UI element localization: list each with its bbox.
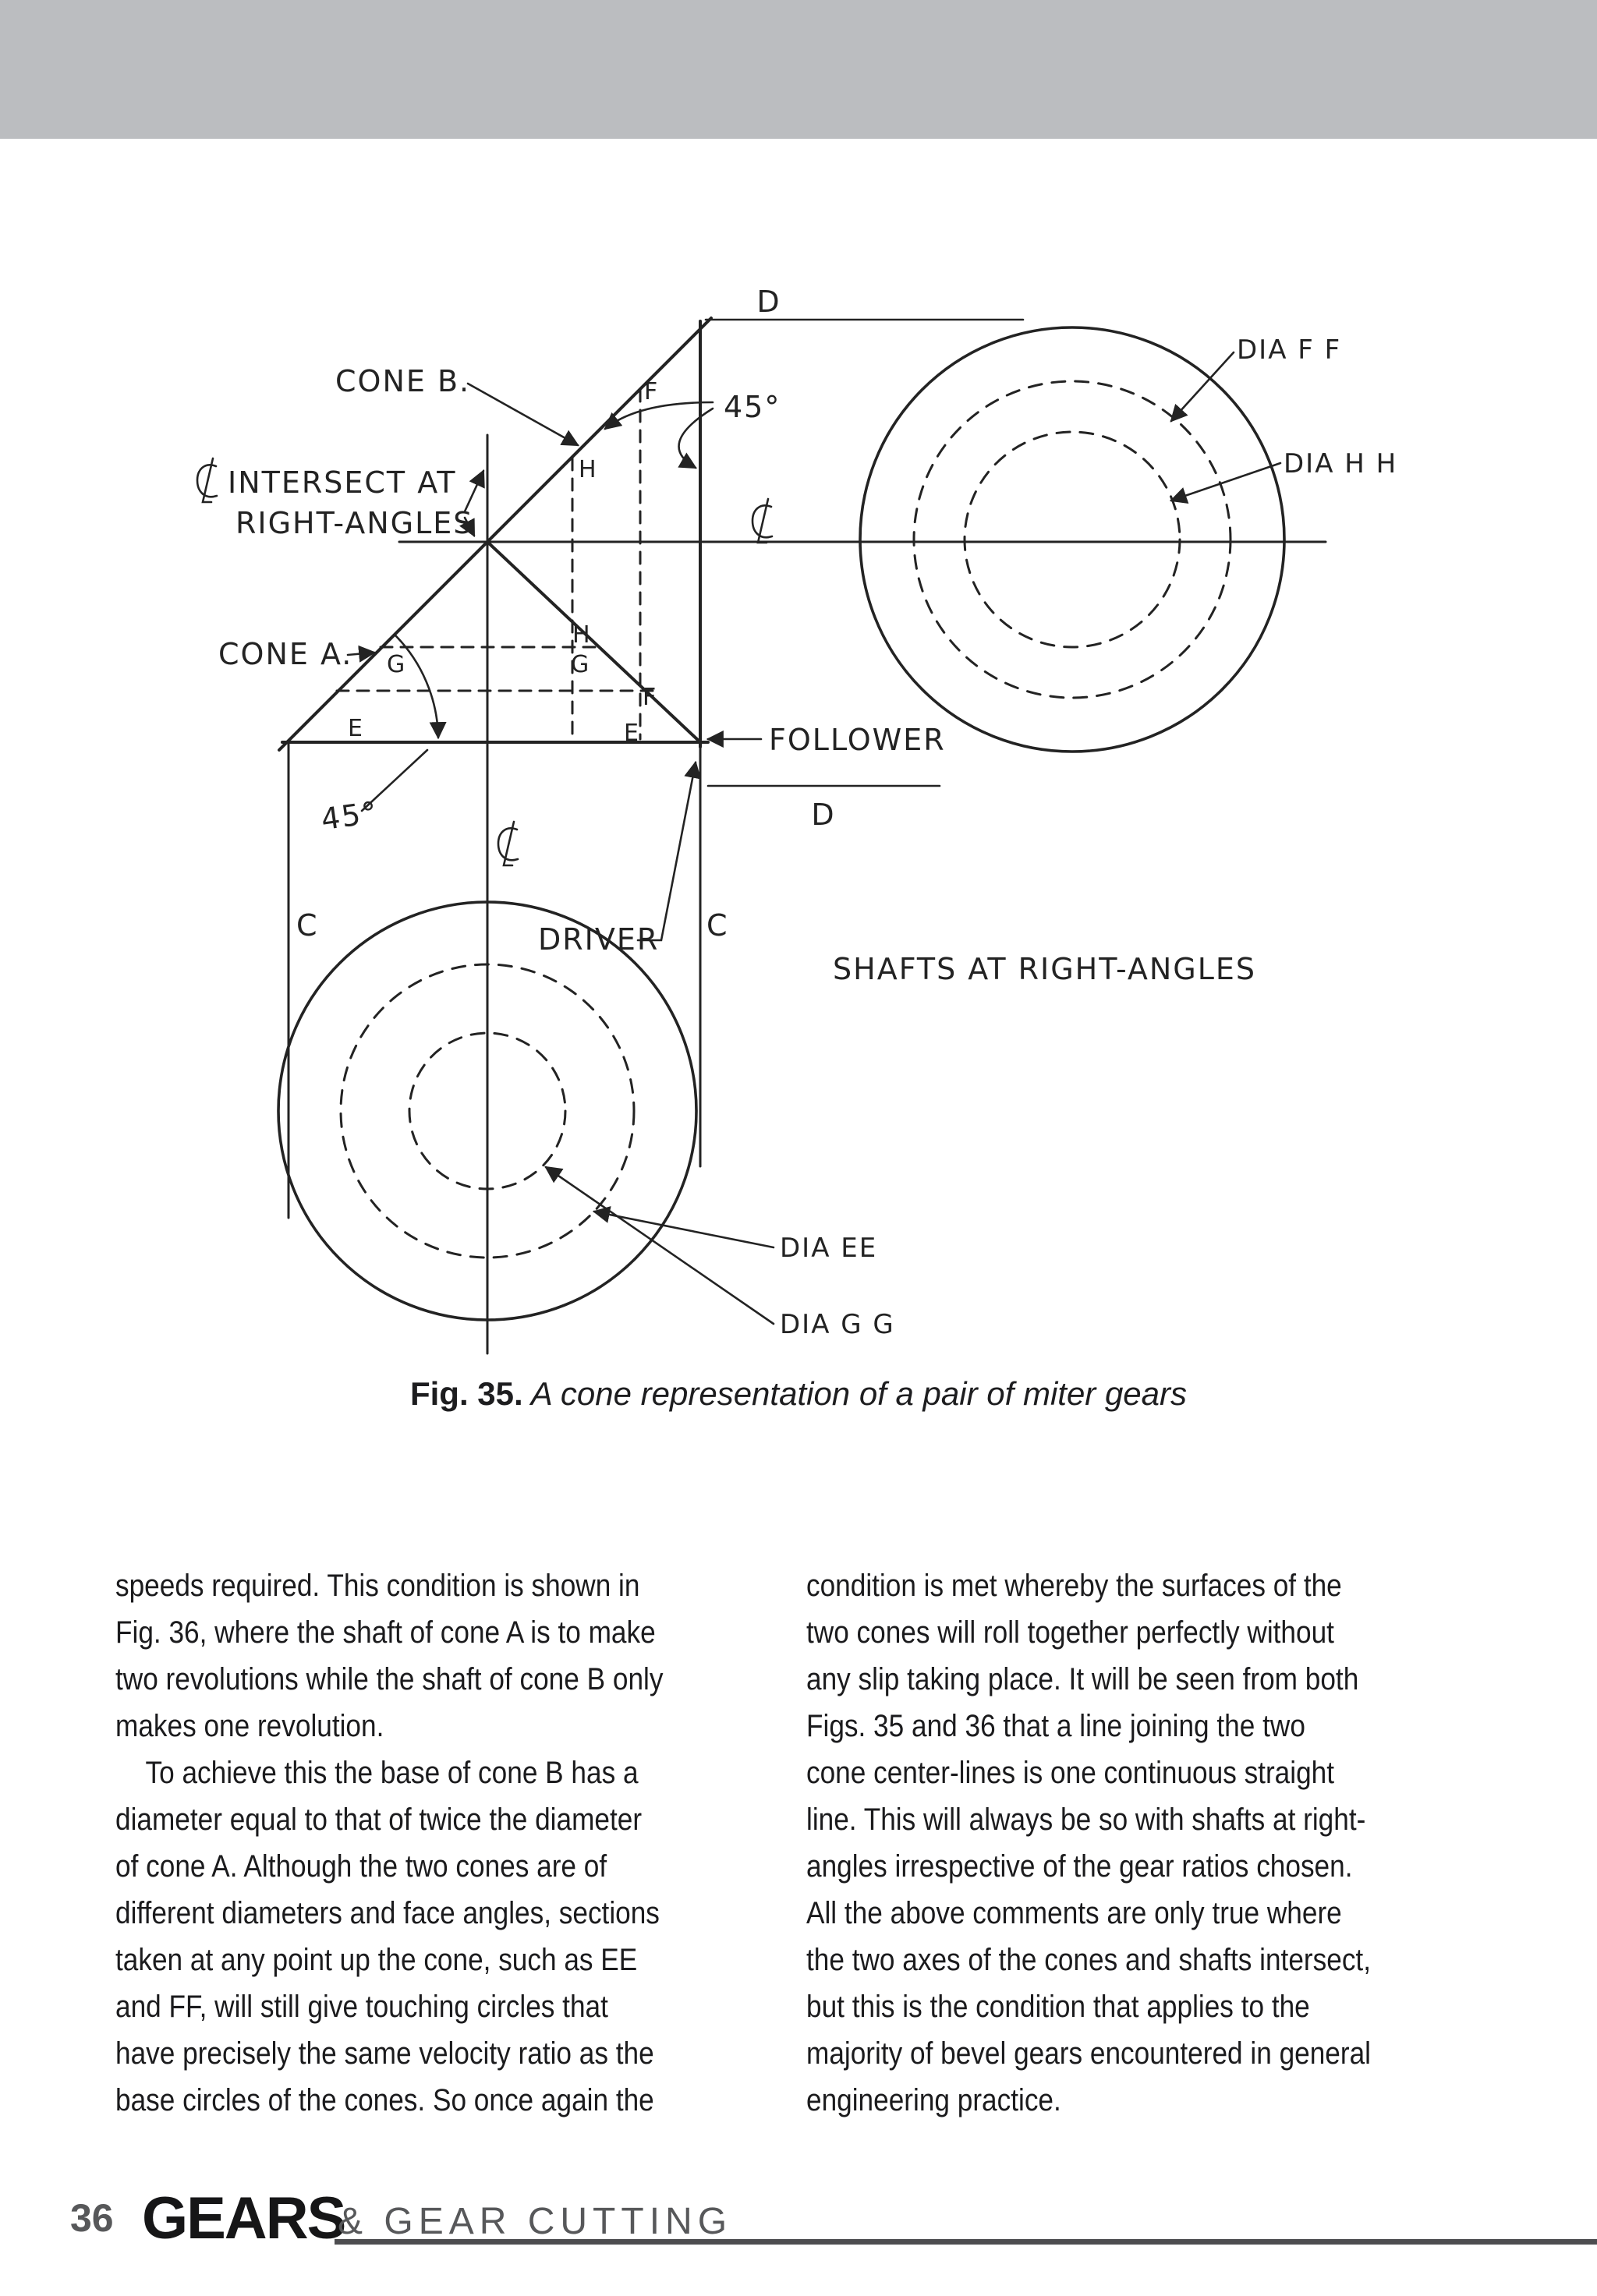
angle-bottom-leader — [360, 748, 429, 812]
follower-hh-circle — [963, 430, 1181, 649]
text-line: All the above comments are only true whe… — [806, 1896, 1342, 1930]
follower-label: FOLLOWER — [769, 723, 946, 757]
text-line: have precisely the same velocity ratio a… — [115, 2036, 654, 2071]
driver-ee-circle — [339, 963, 636, 1259]
text-line: Figs. 35 and 36 that a line joining the … — [806, 1709, 1305, 1743]
cone-a-label: CONE A. — [218, 637, 352, 671]
dia-gg-label: DIA G G — [780, 1309, 895, 1340]
section-letter: H — [572, 621, 590, 649]
section-letter: F — [643, 684, 656, 711]
text-line: diameter equal to that of twice the diam… — [115, 1802, 643, 1837]
footer-rule — [335, 2239, 1597, 2245]
driver-label: DRIVER — [538, 922, 659, 957]
text-line: engineering practice. — [806, 2083, 1061, 2117]
angle-bottom-arc — [393, 633, 447, 740]
section-letter: E — [348, 715, 363, 742]
book-title: GEARS — [142, 2185, 346, 2252]
text-line: taken at any point up the cone, such as … — [115, 1943, 638, 1977]
shafts-note-label: SHAFTS AT RIGHT-ANGLES — [833, 952, 1256, 986]
follower-outer-circle — [859, 326, 1286, 753]
figure-caption: Fig. 35. A cone representation of a pair… — [0, 1375, 1597, 1413]
follower-ff-circle — [912, 380, 1232, 699]
top-gray-banner — [0, 0, 1597, 139]
centerline-symbol-icon — [497, 820, 519, 867]
dia-hh-label: DIA H H — [1284, 448, 1397, 479]
section-c-right-label: C — [706, 908, 729, 943]
dia-gg-leader — [544, 1166, 775, 1325]
centerline-symbol-icon — [196, 457, 218, 504]
section-letter: H — [579, 456, 597, 483]
book-subtitle: & GEAR CUTTING — [338, 2201, 733, 2242]
figure-caption-number: Fig. 35. — [409, 1375, 523, 1412]
body-column-left: speeds required. This condition is shown… — [115, 1562, 786, 2124]
body-column-right: condition is met whereby the surfaces of… — [806, 1562, 1508, 2124]
intersect-label-line1: INTERSECT AT — [228, 465, 456, 500]
cone-b-label: CONE B. — [335, 364, 470, 398]
dia-ff-leader — [1170, 351, 1235, 423]
intersect-leader-down — [459, 516, 476, 537]
dim-d-bottom-label: D — [811, 798, 835, 832]
cone-b-leader — [466, 382, 579, 447]
driver-outer-circle — [277, 900, 698, 1321]
section-letter: G — [387, 651, 405, 678]
text-line: cone center-lines is one continuous stra… — [806, 1756, 1335, 1790]
angle-top-arc-right — [678, 407, 714, 469]
intersect-label-line2: RIGHT-ANGLES — [235, 506, 473, 540]
text-line: Fig. 36, where the shaft of cone A is to… — [115, 1615, 656, 1650]
text-line: speeds required. This condition is shown… — [115, 1569, 640, 1603]
text-line: and FF, will still give touching circles… — [115, 1990, 608, 2024]
page-number: 36 — [70, 2196, 114, 2240]
text-line: two revolutions while the shaft of cone … — [115, 1662, 664, 1696]
contact-line — [486, 540, 702, 744]
centerlines — [287, 433, 1327, 1355]
text-line: line. This will always be so with shafts… — [806, 1802, 1366, 1837]
section-construction-lines — [335, 388, 657, 741]
dia-ee-label: DIA EE — [780, 1233, 877, 1264]
dia-hh-leader — [1169, 462, 1282, 504]
section-letter: E — [624, 720, 639, 747]
driver-leader — [636, 760, 702, 942]
section-letter: G — [571, 651, 589, 678]
text-line: angles irrespective of the gear ratios c… — [806, 1849, 1353, 1884]
text-line: but this is the condition that applies t… — [806, 1990, 1310, 2024]
text-line: To achieve this the base of cone B has a — [115, 1756, 639, 1790]
text-line: different diameters and face angles, sec… — [115, 1896, 660, 1930]
text-line: of cone A. Although the two cones are of — [115, 1849, 607, 1884]
follower-gear-view — [859, 326, 1286, 753]
cone-a-leader — [346, 645, 377, 663]
leader-arrows — [346, 351, 1282, 1325]
dimension-lines — [704, 318, 1025, 787]
driver-gear-view — [277, 900, 698, 1321]
text-line: any slip taking place. It will be seen f… — [806, 1662, 1359, 1696]
text-line: condition is met whereby the surfaces of… — [806, 1569, 1342, 1603]
dia-ee-leader — [592, 1206, 775, 1249]
angle-top-arc-left — [604, 401, 714, 430]
angle-45-top-label: 45° — [724, 390, 781, 424]
section-letter: F — [644, 378, 657, 405]
text-line: the two axes of the cones and shafts int… — [806, 1943, 1371, 1977]
text-line: base circles of the cones. So once again… — [115, 2083, 654, 2117]
text-line: majority of bevel gears encountered in g… — [806, 2036, 1371, 2071]
intersect-leader-up — [463, 469, 485, 513]
centerline-symbol-icon — [751, 497, 774, 544]
dia-ff-label: DIA F F — [1237, 334, 1341, 366]
driver-gg-circle — [408, 1031, 567, 1190]
figure-labels: CONE B. INTERSECT AT RIGHT-ANGLES CONE A… — [218, 285, 1397, 1340]
figure-caption-text: A cone representation of a pair of miter… — [522, 1375, 1188, 1412]
dim-d-top-label: D — [756, 285, 781, 319]
angle-45-bottom-label: 45° — [319, 795, 381, 837]
text-line: makes one revolution. — [115, 1709, 384, 1743]
text-line: two cones will roll together perfectly w… — [806, 1615, 1334, 1650]
section-c-left-label: C — [296, 908, 319, 943]
